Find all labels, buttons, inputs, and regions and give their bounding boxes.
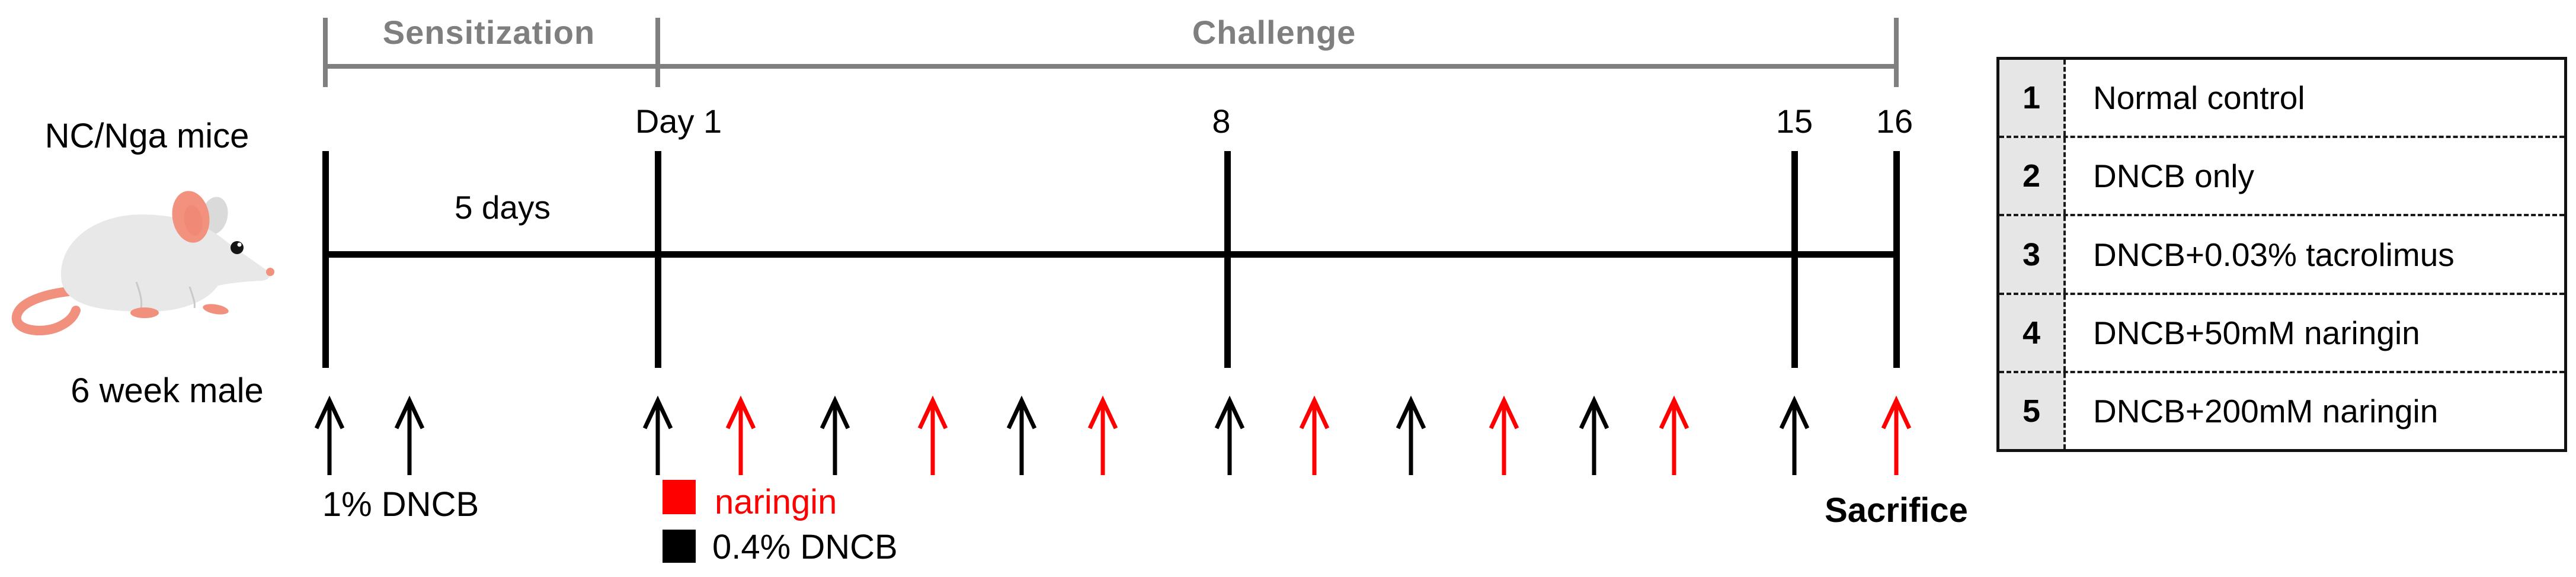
group-row: 1 Normal control xyxy=(1999,60,2564,136)
phase-label-challenge: Challenge xyxy=(1192,14,1356,51)
group-row: 2 DNCB only xyxy=(1999,136,2564,214)
naringin-arrow-icon xyxy=(1083,395,1122,476)
group-number: 3 xyxy=(1999,216,2066,293)
group-name: DNCB+0.03% tacrolimus xyxy=(2093,236,2455,273)
day-label: 16 xyxy=(1876,102,1913,140)
dncb-arrow-icon xyxy=(1575,395,1614,476)
age-sex-label: 6 week male xyxy=(71,371,264,410)
dncb-arrow-icon xyxy=(390,395,429,476)
group-name: DNCB only xyxy=(2093,158,2255,195)
naringin-legend-swatch xyxy=(663,480,696,514)
naringin-arrow-icon xyxy=(913,395,952,476)
mouse-illustration xyxy=(11,191,274,335)
day-label: 15 xyxy=(1775,102,1813,140)
dncb-arrow-icon xyxy=(1210,395,1249,476)
group-name: DNCB+50mM naringin xyxy=(2093,314,2420,351)
group-number: 4 xyxy=(1999,294,2066,371)
naringin-arrow-icon xyxy=(1655,395,1694,476)
group-number: 1 xyxy=(1999,60,2066,136)
naringin-arrow-icon xyxy=(1295,395,1334,476)
naringin-arrow-icon xyxy=(1484,395,1524,476)
group-number: 5 xyxy=(1999,373,2066,450)
phase-label-sensitization: Sensitization xyxy=(382,14,596,51)
phase-bracket-tick-mid xyxy=(655,18,660,87)
day-label: 8 xyxy=(1212,102,1231,140)
duration-label: 5 days xyxy=(454,189,551,226)
dncb-arrow-icon xyxy=(1775,395,1814,476)
group-row: 5 DNCB+200mM naringin xyxy=(1999,370,2564,450)
timeline-line xyxy=(325,251,1899,258)
phase-bracket-line xyxy=(323,64,1898,69)
group-number: 2 xyxy=(1999,138,2066,214)
naringin-legend-label: naringin xyxy=(715,483,837,521)
timeline-tick xyxy=(1224,151,1231,368)
group-name: Normal control xyxy=(2093,79,2305,117)
timeline-tick xyxy=(322,151,329,368)
naringin-arrow-icon xyxy=(1877,395,1916,476)
timeline-tick xyxy=(655,151,661,368)
phase-bracket-tick-end xyxy=(1894,18,1899,87)
dncb-arrow-icon xyxy=(310,395,349,476)
dncb-arrow-icon xyxy=(638,395,677,476)
group-row: 4 DNCB+50mM naringin xyxy=(1999,292,2564,371)
sacrifice-label: Sacrifice xyxy=(1825,491,1968,530)
dncb-arrow-icon xyxy=(1391,395,1431,476)
timeline-tick xyxy=(1893,151,1900,368)
groups-table: 1 Normal control 2 DNCB only 3 DNCB+0.03% tac… xyxy=(1996,57,2567,452)
naringin-arrow-icon xyxy=(721,395,760,476)
dncb-legend-swatch xyxy=(663,530,696,563)
dncb-arrow-icon xyxy=(815,395,855,476)
group-name: DNCB+200mM naringin xyxy=(2093,392,2439,429)
strain-label: NC/Nga mice xyxy=(44,117,249,155)
group-row: 3 DNCB+0.03% tacrolimus xyxy=(1999,214,2564,293)
day-label: Day 1 xyxy=(635,102,722,140)
dncb-legend-label: 0.4% DNCB xyxy=(712,528,898,566)
timeline-tick xyxy=(1791,151,1798,368)
phase-bracket-tick-start xyxy=(323,18,328,87)
dncb-arrow-icon xyxy=(1002,395,1041,476)
sensitization-dose-label: 1% DNCB xyxy=(322,485,479,524)
